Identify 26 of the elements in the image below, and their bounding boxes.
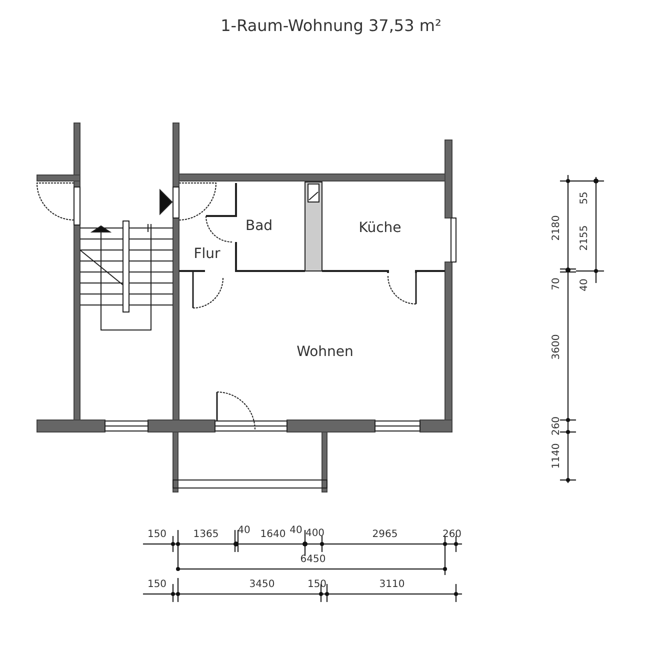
dimension-text: 1365 <box>193 530 219 540</box>
plan-title: 1-Raum-Wohnung 37,53 m² <box>220 18 442 34</box>
dimension-text: 260 <box>442 530 462 540</box>
dimension-text: 150 <box>147 530 167 540</box>
dimension-text: 3450 <box>249 580 275 590</box>
dimension-text: 2965 <box>372 530 398 540</box>
dimension-text: 2180 <box>552 215 562 241</box>
room-label: Bad <box>245 219 273 233</box>
dimension-text: 400 <box>305 529 325 539</box>
dimension-text: 3600 <box>552 334 562 360</box>
dimension-text: 55 <box>580 192 590 204</box>
dimension-text: 3110 <box>379 580 405 590</box>
dimension-text: 1640 <box>260 530 286 540</box>
room-label: Flur <box>194 247 220 261</box>
dimension-text: 40 <box>290 526 302 536</box>
dimension-text: 40 <box>238 526 250 536</box>
dimension-text: 1140 <box>552 443 562 469</box>
dimension-text: 150 <box>307 580 327 590</box>
dimension-text: 2155 <box>580 225 590 251</box>
dimension-text: 40 <box>580 278 590 292</box>
dimension-text: 150 <box>147 580 167 590</box>
room-label: Küche <box>358 221 402 235</box>
dimension-text: 6450 <box>300 555 326 565</box>
dimension-text: 70 <box>552 278 562 290</box>
dimension-text: 260 <box>552 416 562 436</box>
room-label: Wohnen <box>296 345 354 359</box>
